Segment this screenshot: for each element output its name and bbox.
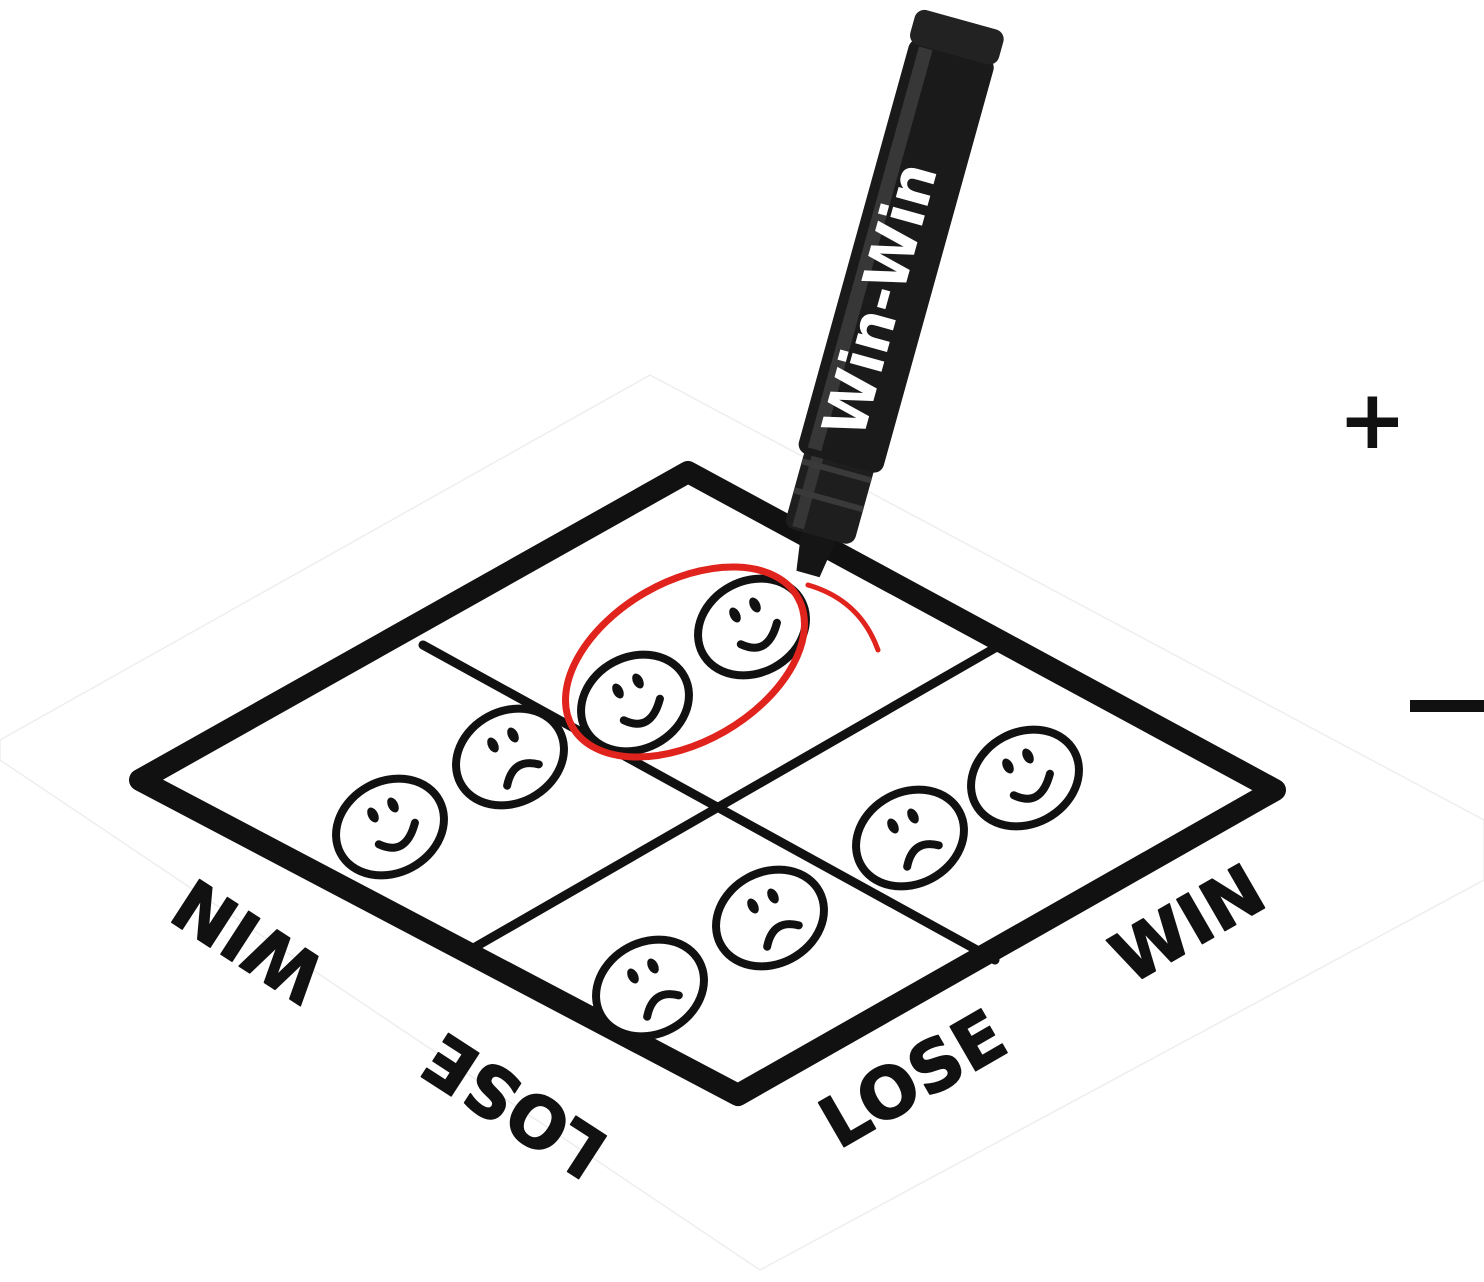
grid-divider-diagonal-a bbox=[418, 640, 1000, 965]
smiley-face-icon bbox=[577, 650, 693, 756]
smiley-face-icon bbox=[967, 725, 1083, 831]
frowning-face-icon bbox=[592, 935, 708, 1041]
frowning-face-icon bbox=[712, 865, 828, 971]
grid-divider-diagonal-b bbox=[465, 643, 1000, 955]
plus-icon: + bbox=[1338, 373, 1407, 468]
marker-pen-icon bbox=[786, 9, 1004, 578]
highlight-circle bbox=[562, 563, 881, 761]
faces-layer bbox=[332, 574, 1083, 1041]
grid-outline bbox=[129, 461, 1286, 1106]
frowning-face-icon bbox=[452, 704, 568, 810]
minus-icon bbox=[1410, 700, 1484, 712]
smiley-face-icon bbox=[332, 774, 448, 880]
quadrant-grid bbox=[129, 461, 1286, 1106]
marker-label: Win-Win bbox=[809, 155, 952, 445]
frowning-face-icon bbox=[852, 785, 968, 891]
